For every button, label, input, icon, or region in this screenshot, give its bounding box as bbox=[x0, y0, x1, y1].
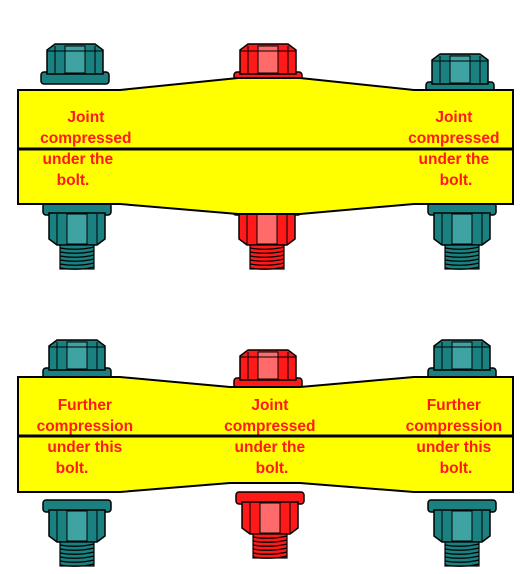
bottom-center-bolt-head bbox=[233, 349, 303, 391]
label-line: under this bbox=[47, 439, 122, 456]
label-line: compression bbox=[37, 418, 133, 435]
label-line: bolt. bbox=[56, 460, 89, 477]
label-line: compressed bbox=[224, 418, 315, 435]
bottom-center-nut bbox=[235, 491, 305, 559]
top-left-label: Joint compressed under the bolt. bbox=[40, 109, 136, 189]
label-line: bolt. bbox=[440, 172, 473, 189]
label-line: Further bbox=[427, 397, 481, 414]
bottom-assembly: Further compression under this bolt. Joi… bbox=[17, 339, 514, 567]
top-left-nut bbox=[42, 202, 112, 270]
label-line: compressed bbox=[40, 130, 131, 147]
bottom-left-bolt-head bbox=[42, 339, 112, 381]
label-line: bolt. bbox=[440, 460, 473, 477]
bottom-lower-plate bbox=[17, 435, 514, 493]
label-line: compression bbox=[406, 418, 502, 435]
label-line: under the bbox=[235, 439, 306, 456]
bottom-right-nut bbox=[427, 499, 497, 567]
bottom-left-label: Further compression under this bolt. bbox=[37, 397, 138, 477]
label-line: Joint bbox=[67, 109, 104, 126]
label-line: bolt. bbox=[256, 460, 289, 477]
label-line: Joint bbox=[435, 109, 472, 126]
bottom-center-label: Joint compressed under the bolt. bbox=[224, 397, 320, 477]
bottom-left-nut bbox=[42, 499, 112, 567]
top-assembly: Joint compressed under the bolt. Joint c… bbox=[17, 43, 514, 270]
top-lower-plate bbox=[17, 148, 514, 215]
bottom-right-label: Further compression under this bolt. bbox=[406, 397, 507, 477]
label-line: Joint bbox=[251, 397, 288, 414]
top-right-bolt-head bbox=[425, 53, 495, 95]
label-line: bolt. bbox=[57, 172, 90, 189]
top-right-nut bbox=[427, 202, 497, 270]
top-left-bolt-head bbox=[40, 43, 110, 85]
top-right-label: Joint compressed under the bolt. bbox=[408, 109, 504, 189]
label-line: under the bbox=[43, 151, 114, 168]
label-line: compressed bbox=[408, 130, 499, 147]
label-line: under the bbox=[419, 151, 490, 168]
label-line: under this bbox=[416, 439, 491, 456]
bottom-right-bolt-head bbox=[427, 339, 497, 381]
label-line: Further bbox=[58, 397, 112, 414]
